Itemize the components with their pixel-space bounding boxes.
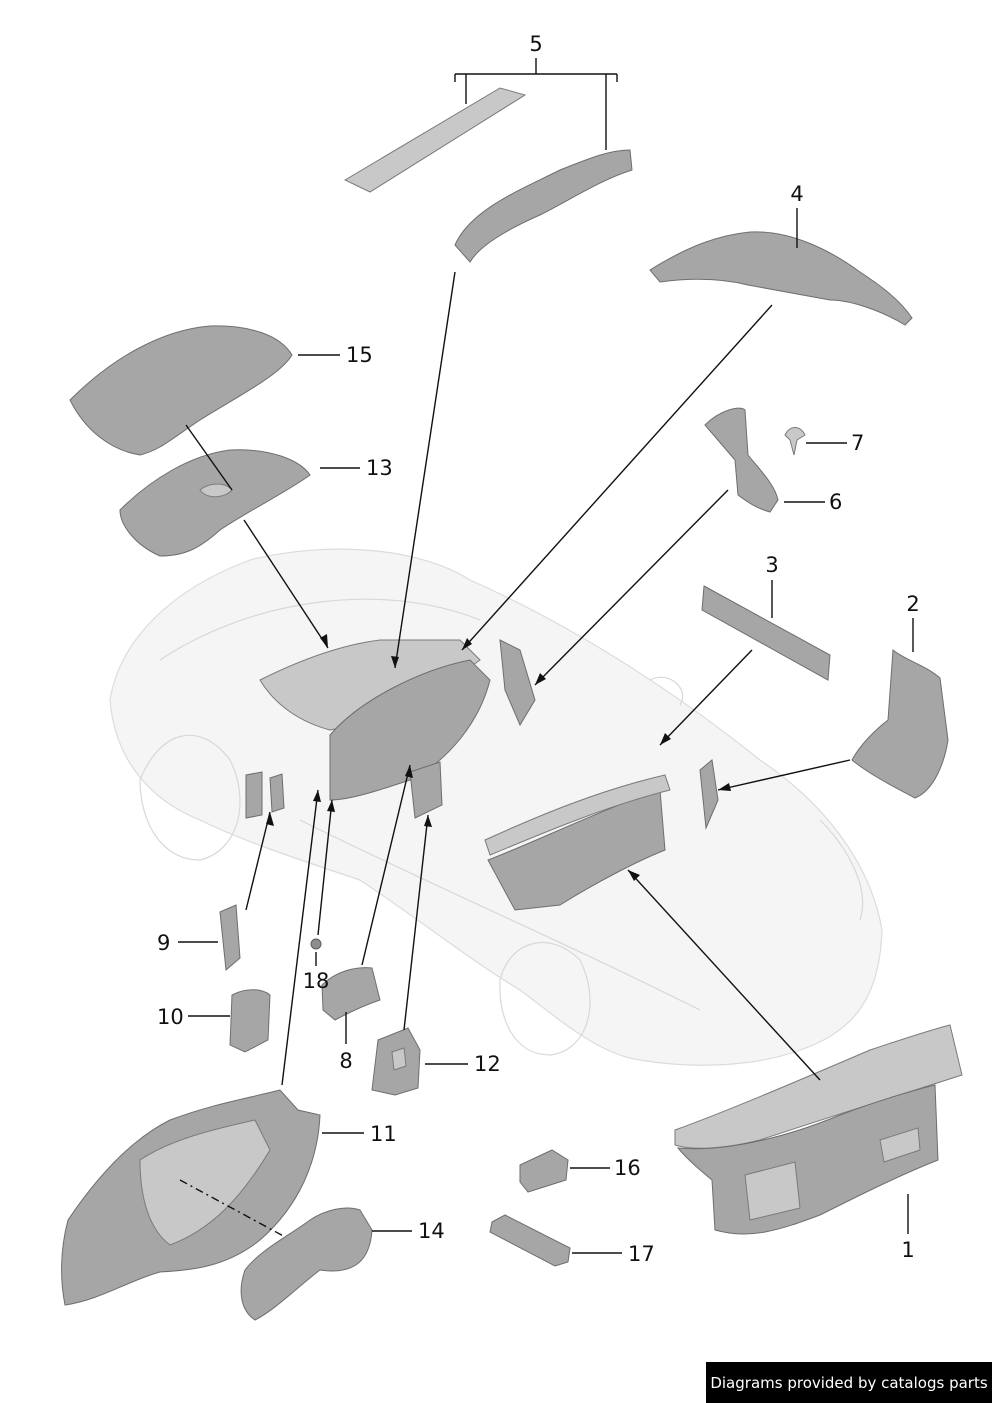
callout-14: 14 <box>418 1219 445 1243</box>
callout-12: 12 <box>474 1052 501 1076</box>
part-2-side-panel <box>851 648 949 799</box>
leader-lines <box>178 58 914 1254</box>
part-14-tunnel-insulation <box>240 1207 373 1321</box>
callout-5: 5 <box>529 32 542 56</box>
part-8-wheel-arch-piece <box>321 967 381 1021</box>
part-10-insulation-block <box>229 989 271 1053</box>
callout-16: 16 <box>614 1156 641 1180</box>
part-3-strip <box>701 585 831 681</box>
callout-13: 13 <box>366 456 393 480</box>
part-17-foam-strip <box>489 1214 571 1267</box>
callout-15: 15 <box>346 343 373 367</box>
part-9-insulation-pad <box>219 904 241 972</box>
part-16-foam-block <box>519 1149 569 1193</box>
callout-labels: 5 4 15 7 13 6 3 2 9 18 10 8 12 11 16 14 … <box>157 32 920 1266</box>
credit-banner: Diagrams provided by catalogs parts <box>706 1362 992 1403</box>
callout-17: 17 <box>628 1242 655 1266</box>
callout-7: 7 <box>851 431 864 455</box>
arrowheads <box>266 634 731 881</box>
part-4-cross-member <box>649 231 913 326</box>
part-12-bracket-pad <box>371 1027 421 1096</box>
part-5-rails <box>343 87 633 263</box>
credit-text: Diagrams provided by catalogs parts <box>710 1373 988 1392</box>
callout-6: 6 <box>829 490 842 514</box>
part-11-floor-insulation <box>61 1089 321 1306</box>
callout-2: 2 <box>906 592 919 616</box>
callout-8: 8 <box>339 1049 352 1073</box>
callout-9: 9 <box>157 931 170 955</box>
part-1-bulkhead-panel <box>674 1024 963 1235</box>
callout-1: 1 <box>901 1238 914 1262</box>
callout-11: 11 <box>370 1122 397 1146</box>
callout-4: 4 <box>790 182 803 206</box>
part-15-insulation-panel <box>69 325 293 456</box>
callout-18: 18 <box>303 969 330 993</box>
part-7-clip <box>784 427 806 456</box>
part-6-pillar-bracket <box>704 407 779 513</box>
callout-10: 10 <box>157 1005 184 1029</box>
callout-3: 3 <box>765 553 778 577</box>
assembly-on-car <box>245 639 719 911</box>
part-18-clip <box>310 938 322 950</box>
